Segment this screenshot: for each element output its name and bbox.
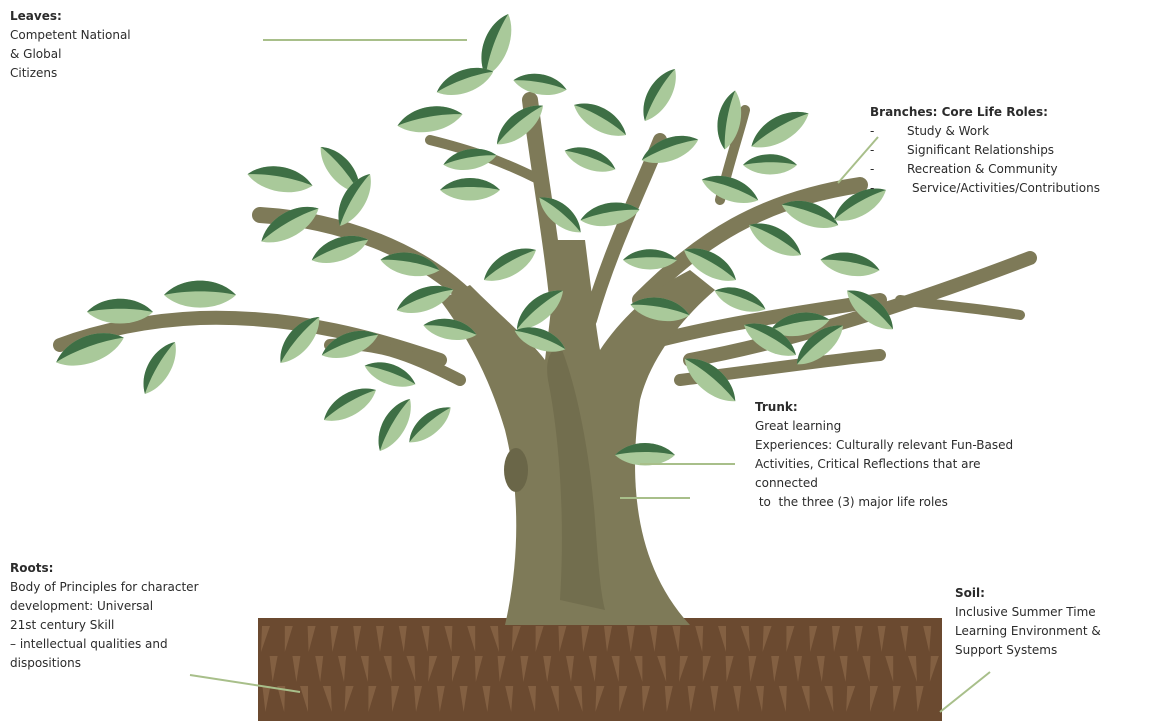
leaf [745, 102, 815, 156]
leaf-light-side [561, 141, 619, 178]
branches-item-text: Service/Activities/Contributions [912, 181, 1100, 195]
branches-item: - Service/Activities/Contributions [870, 179, 1100, 198]
trunk-line: Great learning [755, 417, 1013, 436]
soil-connector [940, 672, 990, 712]
bullet-dash: - [870, 179, 874, 198]
branches-item: - Study & Work [870, 122, 1100, 141]
roots-line: dispositions [10, 654, 199, 673]
leaf [743, 154, 797, 174]
leaf [561, 141, 619, 178]
bullet-dash: - [870, 122, 874, 141]
trunk [440, 240, 715, 625]
leaves-line: Competent National [10, 26, 131, 45]
leaf [370, 393, 419, 456]
leaf-light-side [745, 102, 815, 156]
soil-line: Support Systems [955, 641, 1101, 660]
leaf-light-side [318, 380, 381, 429]
leaves-label: Leaves: Competent National & Global Citi… [10, 7, 131, 83]
roots-line: 21st century Skill [10, 616, 199, 635]
trunk-knot [504, 448, 528, 492]
trunk-line: Experiences: Culturally relevant Fun-Bas… [755, 436, 1013, 455]
leaves-line: & Global [10, 45, 131, 64]
leaf [135, 336, 184, 399]
trunk-line: connected [755, 474, 1013, 493]
soil-label: Soil: Inclusive Summer Time Learning Env… [955, 584, 1101, 660]
branch-far-right-twig [900, 300, 1020, 315]
leaves-heading: Leaves: [10, 7, 131, 26]
leaf [819, 248, 882, 281]
trunk-label: Trunk: Great learning Experiences: Cultu… [755, 398, 1013, 512]
leaf-light-side [135, 336, 184, 399]
leaf [318, 380, 381, 429]
roots-line: development: Universal [10, 597, 199, 616]
trunk-line: to the three (3) major life roles [755, 493, 1013, 512]
soil-line: Learning Environment & [955, 622, 1101, 641]
branches-item-text: Study & Work [907, 124, 989, 138]
leaf [164, 281, 236, 308]
soil-heading: Soil: [955, 584, 1101, 603]
soil-block [258, 618, 942, 721]
leaf [635, 63, 684, 126]
branches-heading: Branches: Core Life Roles: [870, 103, 1100, 122]
trunk-heading: Trunk: [755, 398, 1013, 417]
leaf-light-side [569, 95, 632, 144]
soil [258, 618, 942, 721]
branches-label: Branches: Core Life Roles: - Study & Wor… [870, 103, 1100, 198]
branches-item: - Significant Relationships [870, 141, 1100, 160]
trunk-line: Activities, Critical Reflections that ar… [755, 455, 1013, 474]
roots-label: Roots: Body of Principles for character … [10, 559, 199, 673]
leaves-line: Citizens [10, 64, 131, 83]
leaf [512, 70, 569, 99]
branches-item-text: Recreation & Community [907, 162, 1058, 176]
roots-line: Body of Principles for character [10, 578, 199, 597]
leaf [245, 161, 314, 197]
leaf-light-side [370, 393, 419, 456]
soil-line: Inclusive Summer Time [955, 603, 1101, 622]
bullet-dash: - [870, 141, 874, 160]
leaf-light-side [635, 63, 684, 126]
branches-item: - Recreation & Community [870, 160, 1100, 179]
branches-item-text: Significant Relationships [907, 143, 1054, 157]
leaf [478, 240, 541, 289]
roots-heading: Roots: [10, 559, 199, 578]
leaf [440, 178, 500, 201]
roots-line: – intellectual qualities and [10, 635, 199, 654]
bullet-dash: - [870, 160, 874, 179]
leaf [569, 95, 632, 144]
leaf [395, 101, 464, 137]
leaf-light-side [478, 240, 541, 289]
